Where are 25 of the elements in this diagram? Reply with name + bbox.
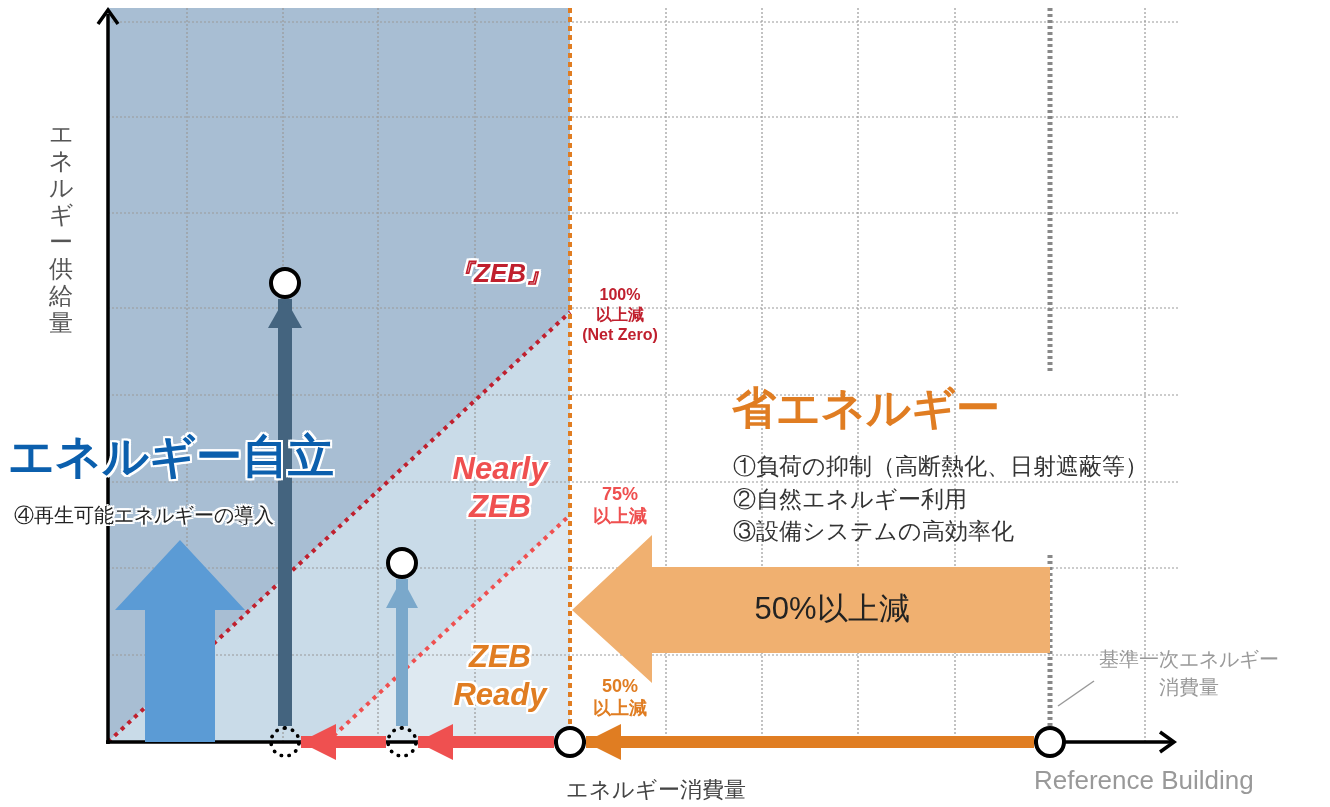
circle-marker bbox=[269, 726, 301, 758]
arrow bbox=[386, 578, 418, 726]
circle-marker bbox=[1034, 726, 1066, 758]
reduction-label: 50%以上減 bbox=[592, 675, 648, 719]
arrow bbox=[268, 298, 302, 726]
circle-marker bbox=[386, 726, 418, 758]
level-label: 『ZEB』 bbox=[447, 257, 553, 289]
measure-text: ①負荷の抑制（高断熱化、日射遮蔽等） bbox=[733, 452, 1148, 480]
arrow bbox=[417, 724, 554, 760]
reduction-label: 75%以上減 bbox=[592, 483, 648, 527]
node-label: Reference Building bbox=[1034, 764, 1254, 796]
arrow-label: 50%以上減 bbox=[753, 590, 911, 628]
reduction-label: 100%以上減(Net Zero) bbox=[582, 285, 658, 345]
leader-line bbox=[1057, 680, 1095, 707]
measure-text: ③設備システムの高効率化 bbox=[733, 517, 1014, 545]
axis-label: エネルギー供給量 bbox=[48, 120, 74, 336]
arrow bbox=[585, 724, 1034, 760]
arrow bbox=[300, 724, 386, 760]
axis-label: エネルギー消費量 bbox=[566, 776, 746, 803]
circle-marker bbox=[554, 726, 586, 758]
level-label: ZEB Ready bbox=[452, 638, 549, 714]
callout-text: 基準一次エネルギー消費量 bbox=[1098, 647, 1280, 700]
measure-text: ②自然エネルギー利用 bbox=[733, 485, 967, 513]
level-label: Nearly ZEB bbox=[451, 450, 550, 526]
heading: 省エネルギー bbox=[732, 382, 1000, 434]
